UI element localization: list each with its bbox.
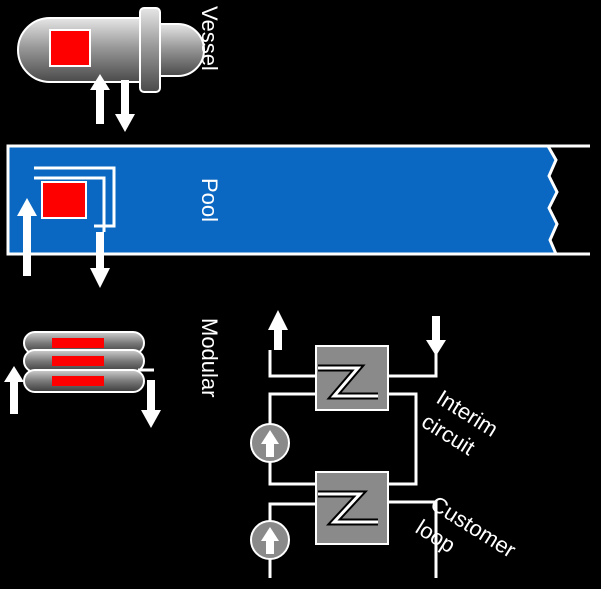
pool-up-arrow [17,198,37,276]
pool-label: Pool [197,178,222,223]
vessel-reactor [17,7,205,132]
module-cylinder-bottom [23,369,145,393]
pump-customer-loop [250,520,290,560]
modular-reactor [4,331,161,428]
pool-core [41,181,87,219]
vessel-down-arrow [115,80,135,132]
heat-transfer-loops [250,310,446,578]
primary-up-arrow [268,310,288,350]
pump-interim-circuit [250,423,290,463]
pool-reactor [6,144,590,288]
heat-exchanger-interim [315,345,389,411]
module-cylinder-middle [23,349,145,373]
modular-label: Modular [197,318,222,398]
modular-down-arrow [141,380,161,428]
modular-up-arrow [4,366,24,414]
pool-down-arrow [90,232,110,288]
heat-exchanger-customer [315,471,389,545]
vessel-core [49,29,91,67]
vessel-up-arrow [90,74,110,124]
primary-down-arrow [426,316,446,356]
vessel-label: Vessel [197,6,222,71]
pool-tank [6,144,559,256]
